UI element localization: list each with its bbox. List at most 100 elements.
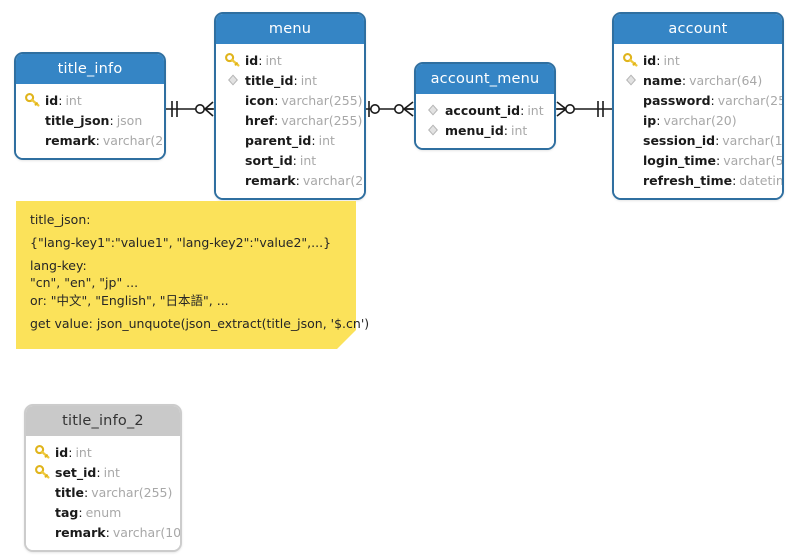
attribute-separator: : xyxy=(105,524,110,540)
attribute-row[interactable]: id:int xyxy=(614,50,782,70)
note-fold-corner-icon xyxy=(337,330,356,349)
attribute-row[interactable]: id:int xyxy=(26,442,180,462)
attribute-name: menu_id xyxy=(445,122,504,138)
attribute-row[interactable]: remark:varchar(255) xyxy=(16,130,164,150)
attribute-separator: : xyxy=(109,112,114,128)
attribute-type: int xyxy=(318,132,335,148)
attribute-indent xyxy=(225,152,243,168)
attribute-name: id xyxy=(245,52,259,68)
attribute-type: int xyxy=(75,444,92,460)
attribute-indent xyxy=(623,112,641,128)
entity-title-account_menu: account_menu xyxy=(416,64,554,94)
attribute-indent xyxy=(35,524,53,540)
attribute-separator: : xyxy=(311,132,316,148)
attribute-type: int xyxy=(663,52,680,68)
attribute-row[interactable]: set_id:int xyxy=(26,462,180,482)
attribute-name: refresh_time xyxy=(643,172,733,188)
attribute-name: title_json xyxy=(45,112,110,128)
attribute-type: varchar(20) xyxy=(663,112,737,128)
attribute-name: parent_id xyxy=(245,132,312,148)
attribute-type: varchar(255) xyxy=(281,112,363,128)
attribute-type: int xyxy=(527,102,544,118)
attribute-row[interactable]: id:int xyxy=(16,90,164,110)
attribute-separator: : xyxy=(96,464,101,480)
connector-title_info-menu xyxy=(166,101,214,117)
entity-title-title_info: title_info xyxy=(16,54,164,84)
attribute-row[interactable]: session_id:varchar(100) xyxy=(614,130,782,150)
attribute-type: varchar(100) xyxy=(722,132,783,148)
attribute-row[interactable]: password:varchar(255) xyxy=(614,90,782,110)
attribute-type: varchar(255) xyxy=(302,172,364,188)
entity-title-account: account xyxy=(614,14,782,44)
attribute-indent xyxy=(623,172,641,188)
attribute-row[interactable]: parent_id:int xyxy=(216,130,364,150)
note-line: title_json: xyxy=(30,212,91,227)
entity-title-menu: menu xyxy=(216,14,364,44)
attribute-name: account_id xyxy=(445,102,521,118)
attribute-row[interactable]: icon:varchar(255) xyxy=(216,90,364,110)
attribute-type: int xyxy=(299,152,317,168)
attribute-type: varchar(255) xyxy=(717,92,782,108)
primary-key-icon xyxy=(225,52,243,68)
attribute-separator: : xyxy=(274,92,279,108)
attribute-type: enum xyxy=(85,504,122,520)
attribute-row[interactable]: login_time:varchar(50) xyxy=(614,150,782,170)
attribute-separator: : xyxy=(293,72,298,88)
foreign-key-icon xyxy=(425,122,443,138)
primary-key-icon xyxy=(35,464,53,480)
attribute-type: varchar(255) xyxy=(281,92,363,108)
attribute-indent xyxy=(35,504,53,520)
attribute-separator: : xyxy=(292,152,297,168)
attribute-separator: : xyxy=(295,172,300,188)
attribute-row[interactable]: title_json:json xyxy=(16,110,164,130)
attribute-row[interactable]: tag:enum xyxy=(26,502,180,522)
note-line: get value: json_unquote(json_extract(tit… xyxy=(30,315,370,331)
attribute-row[interactable]: remark:varchar(255) xyxy=(216,170,364,190)
attribute-indent xyxy=(225,92,243,108)
sticky-note-title-json[interactable]: title_json:{"lang-key1":"value1", "lang-… xyxy=(16,201,370,349)
attribute-row[interactable]: sort_id:int xyxy=(216,150,364,170)
attribute-row[interactable]: ip:varchar(20) xyxy=(614,110,782,130)
attribute-indent xyxy=(35,484,53,500)
attribute-type: json xyxy=(116,112,143,128)
attribute-name: title xyxy=(55,484,84,500)
attribute-name: id xyxy=(55,444,69,460)
attribute-separator: : xyxy=(84,484,89,500)
attribute-separator: : xyxy=(656,52,661,68)
attribute-name: login_time xyxy=(643,152,717,168)
attribute-row[interactable]: title:varchar(255) xyxy=(26,482,180,502)
attribute-separator: : xyxy=(58,92,63,108)
attribute-indent xyxy=(225,112,243,128)
foreign-key-icon xyxy=(425,102,443,118)
connector-menu-account_menu xyxy=(366,101,414,117)
attribute-row[interactable]: name:varchar(64) xyxy=(614,70,782,90)
attribute-name: id xyxy=(45,92,59,108)
attribute-row[interactable]: id:int xyxy=(216,50,364,70)
attribute-separator: : xyxy=(681,72,687,88)
attribute-row[interactable]: remark:varchar(1024) xyxy=(26,522,180,542)
attribute-row[interactable]: menu_id:int xyxy=(416,120,554,140)
attribute-row[interactable]: href:varchar(255) xyxy=(216,110,364,130)
attribute-separator: : xyxy=(78,504,83,520)
note-line: or: "中文", "English", "日本語", ... xyxy=(30,292,229,308)
note-line: "cn", "en", "jp" ... xyxy=(30,275,139,291)
attribute-separator: : xyxy=(258,52,263,68)
attribute-type: varchar(50) xyxy=(723,152,784,168)
attribute-row[interactable]: refresh_time:datetime xyxy=(614,170,782,190)
foreign-key-icon xyxy=(225,72,243,88)
attribute-indent xyxy=(623,92,641,108)
attribute-separator: : xyxy=(68,444,73,460)
attribute-type: varchar(255) xyxy=(102,132,164,148)
attribute-row[interactable]: account_id:int xyxy=(416,100,554,120)
attribute-row[interactable]: title_id:int xyxy=(216,70,364,90)
attribute-type: varchar(64) xyxy=(689,72,763,88)
attribute-type: int xyxy=(300,72,317,88)
